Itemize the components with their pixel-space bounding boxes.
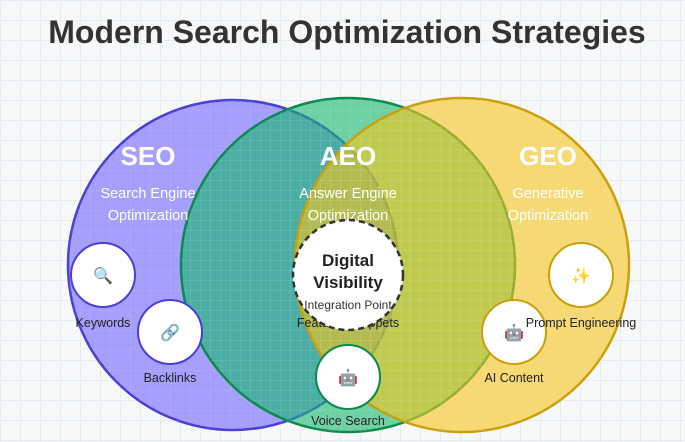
robot-icon: 🤖 (504, 323, 524, 342)
geo-desc-line2: Optimization (508, 208, 589, 224)
aeo-desc-line1: Answer Engine (299, 186, 397, 202)
center-title-line1: Digital (322, 251, 374, 270)
page-title: Modern Search Optimization Strategies (48, 14, 645, 50)
voice-search-label: Voice Search (311, 414, 385, 428)
aeo-desc-line2: Optimization (308, 208, 389, 224)
center-title-line2: Visibility (313, 273, 383, 292)
link-icon: 🔗 (160, 323, 180, 342)
prompt-engineering-node[interactable]: ✨ (548, 242, 614, 308)
aeo-abbr: AEO (320, 141, 376, 171)
seo-desc-line2: Optimization (108, 208, 189, 224)
backlinks-label: Backlinks (144, 371, 197, 385)
keywords-label: Keywords (76, 316, 131, 330)
robot-icon: 🤖 (338, 368, 358, 387)
sparkles-icon: ✨ (571, 266, 591, 285)
geo-desc-line1: Generative (513, 186, 584, 202)
center-subtitle: Integration Point (304, 298, 392, 312)
seo-abbr: SEO (121, 141, 176, 171)
center-node: Digital Visibility Integration Point (291, 218, 405, 332)
prompt-engineering-label: Prompt Engineering (526, 316, 637, 330)
ai-content-node[interactable]: 🤖 (481, 299, 547, 365)
magnifier-icon: 🔍 (93, 265, 113, 285)
geo-abbr: GEO (519, 141, 577, 171)
backlinks-node[interactable]: 🔗 (137, 299, 203, 365)
ai-content-label: AI Content (484, 371, 544, 385)
seo-desc-line1: Search Engine (100, 186, 195, 202)
keywords-node[interactable]: 🔍 (70, 242, 136, 308)
voice-search-node[interactable]: 🤖 (315, 344, 381, 410)
